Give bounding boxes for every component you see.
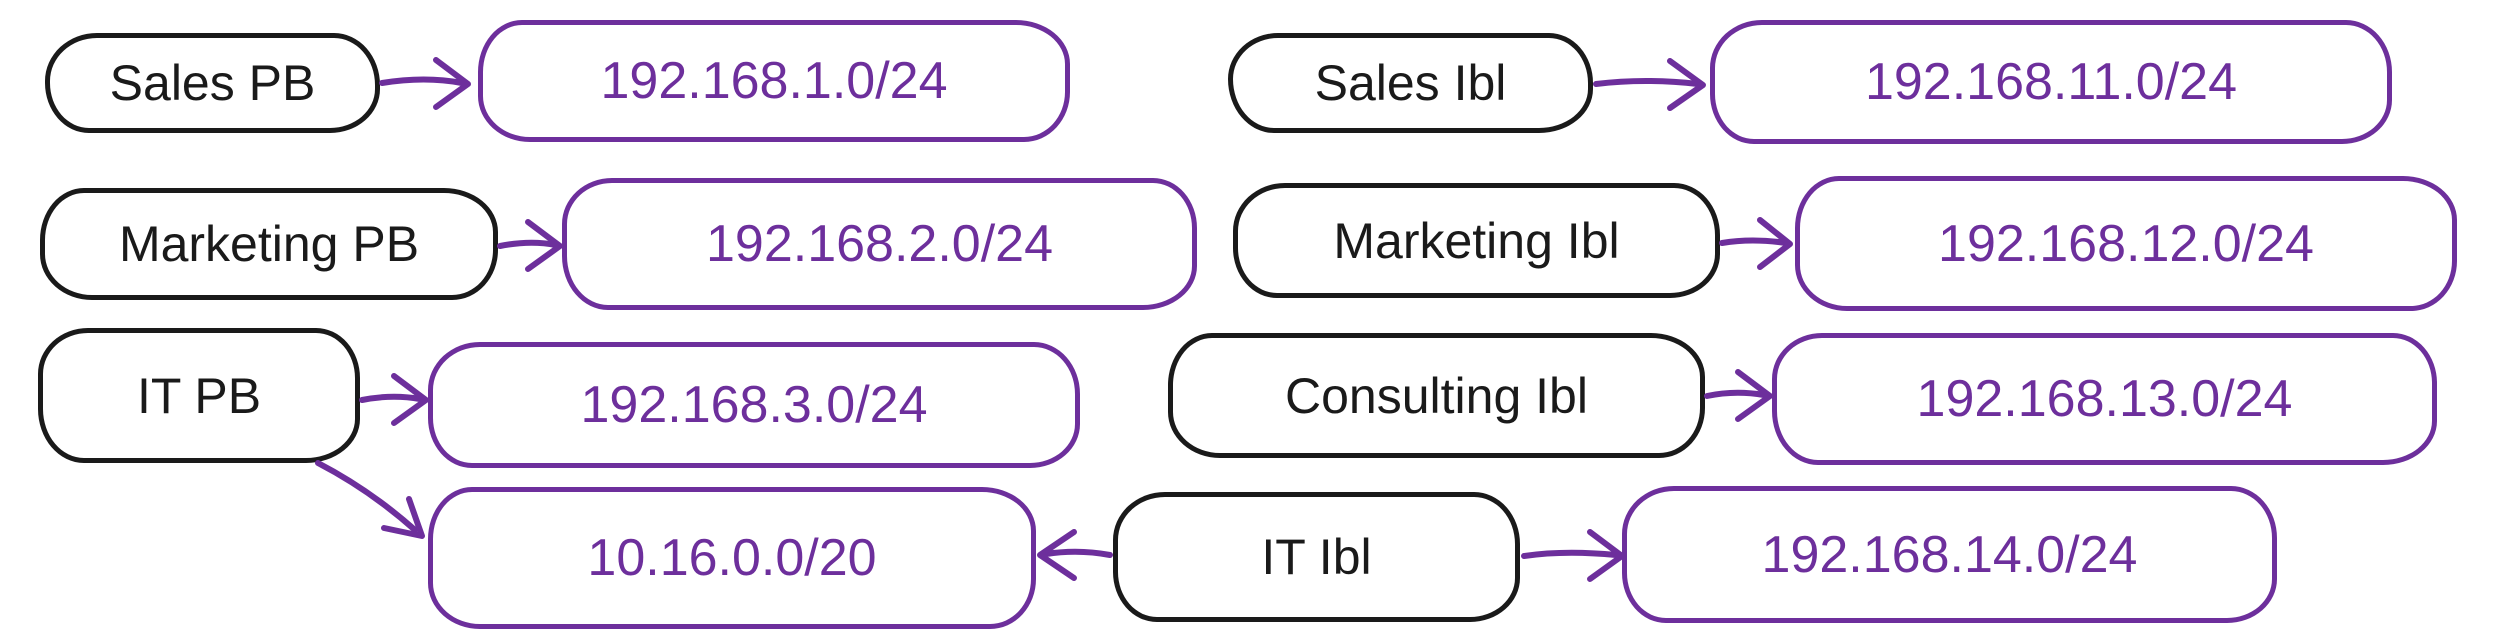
- arrow-marketing-ibl-to-subnet-12: [1719, 217, 1793, 270]
- node-sales-ibl: Sales Ibl: [1228, 33, 1593, 133]
- node-marketing-pb-label: Marketing PB: [118, 216, 420, 272]
- arrow-sales-ibl-to-subnet-11: [1593, 58, 1706, 111]
- node-it-ibl: IT Ibl: [1113, 492, 1520, 622]
- node-subnet-192-168-11-0-label: 192.168.11.0/24: [1864, 53, 2238, 111]
- node-consulting-ibl-label: Consulting Ibl: [1285, 367, 1588, 424]
- node-subnet-192-168-3-0: 192.168.3.0/24: [428, 342, 1080, 468]
- node-subnet-10-16-0-0-label: 10.16.0.0/20: [587, 529, 877, 587]
- arrow-it-pb-to-subnet-10-16: [315, 460, 425, 539]
- node-subnet-192-168-11-0: 192.168.11.0/24: [1710, 20, 2392, 144]
- arrow-it-ibl-to-subnet-14: [1521, 529, 1625, 582]
- node-subnet-192-168-3-0-label: 192.168.3.0/24: [580, 376, 928, 434]
- node-subnet-192-168-13-0-label: 192.168.13.0/24: [1916, 370, 2293, 428]
- arrow-consulting-ibl-to-subnet-13: [1704, 369, 1773, 422]
- node-subnet-192-168-14-0: 192.168.14.0/24: [1622, 486, 2277, 623]
- node-subnet-192-168-1-0-label: 192.168.1.0/24: [600, 52, 948, 110]
- arrow-sales-pb-to-subnet-1: [379, 57, 471, 110]
- arrow-it-pb-to-subnet-3: [359, 373, 429, 426]
- node-it-pb-label: IT PB: [136, 367, 262, 424]
- node-consulting-ibl: Consulting Ibl: [1168, 333, 1705, 458]
- node-subnet-192-168-1-0: 192.168.1.0/24: [478, 20, 1070, 142]
- arrow-marketing-pb-to-subnet-2: [497, 219, 563, 272]
- node-subnet-10-16-0-0: 10.16.0.0/20: [428, 487, 1036, 629]
- node-marketing-ibl: Marketing Ibl: [1233, 183, 1720, 298]
- node-subnet-192-168-13-0: 192.168.13.0/24: [1772, 333, 2437, 465]
- node-sales-ibl-label: Sales Ibl: [1314, 55, 1507, 111]
- arrow-it-ibl-to-subnet-10-16: [1037, 529, 1113, 581]
- node-subnet-192-168-12-0: 192.168.12.0/24: [1795, 176, 2457, 311]
- node-marketing-ibl-label: Marketing Ibl: [1333, 212, 1620, 269]
- node-subnet-192-168-2-0-label: 192.168.2.0/24: [706, 215, 1053, 273]
- node-it-pb: IT PB: [38, 328, 360, 463]
- node-subnet-192-168-2-0: 192.168.2.0/24: [562, 178, 1197, 310]
- node-subnet-192-168-12-0-label: 192.168.12.0/24: [1938, 214, 2314, 273]
- node-sales-pb-label: Sales PB: [109, 55, 316, 111]
- node-sales-pb: Sales PB: [45, 33, 380, 133]
- node-subnet-192-168-14-0-label: 192.168.14.0/24: [1761, 525, 2138, 584]
- node-it-ibl-label: IT Ibl: [1261, 529, 1372, 585]
- node-marketing-pb: Marketing PB: [40, 188, 498, 300]
